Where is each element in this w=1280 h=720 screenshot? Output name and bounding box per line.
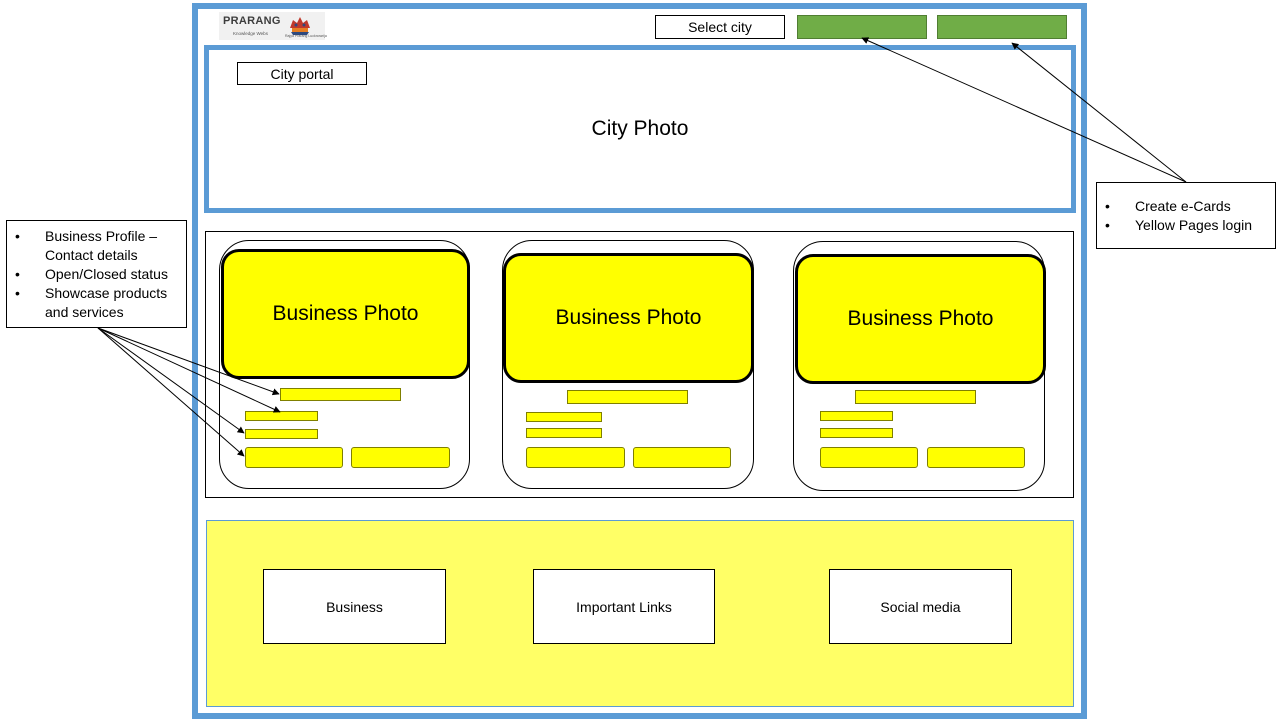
open-closed-status-bar xyxy=(526,428,602,438)
showcase-services-button[interactable] xyxy=(633,447,731,468)
callout-item: Open/Closed status xyxy=(7,265,188,284)
logo-text: PRARANG xyxy=(223,15,281,27)
logo-emblem-subtitle: Rajya Prarang Lucknowrija xyxy=(285,34,327,38)
callout-header-button-notes: Create e-Cards Yellow Pages login xyxy=(1096,182,1276,249)
showcase-services-button[interactable] xyxy=(927,447,1025,468)
callout-item: Showcase products and services xyxy=(7,284,188,322)
open-closed-status-bar xyxy=(820,428,893,438)
select-city-dropdown[interactable]: Select city xyxy=(655,15,785,39)
create-ecards-button[interactable] xyxy=(797,15,927,39)
business-photo[interactable]: Business Photo xyxy=(503,253,754,383)
showcase-products-button[interactable] xyxy=(820,447,918,468)
business-photo[interactable]: Business Photo xyxy=(221,249,470,379)
logo-subtitle: Knowledge Webs xyxy=(233,31,268,36)
yellow-pages-login-button[interactable] xyxy=(937,15,1067,39)
business-name-bar xyxy=(567,390,688,404)
business-name-bar xyxy=(855,390,976,404)
callout-item: Yellow Pages login xyxy=(1097,216,1277,235)
footer-business-link[interactable]: Business xyxy=(263,569,446,644)
business-name-bar xyxy=(280,388,401,401)
callout-business-card-notes: Business Profile – Contact details Open/… xyxy=(6,220,187,328)
contact-details-bar xyxy=(526,412,602,422)
showcase-products-button[interactable] xyxy=(245,447,343,468)
callout-item: Create e-Cards xyxy=(1097,197,1277,216)
city-photo-label: City Photo xyxy=(591,117,689,140)
contact-details-bar xyxy=(820,411,893,421)
open-closed-status-bar xyxy=(245,429,318,439)
logo-emblem-icon xyxy=(290,17,310,35)
city-portal-label[interactable]: City portal xyxy=(237,62,367,85)
business-photo[interactable]: Business Photo xyxy=(795,254,1046,384)
contact-details-bar xyxy=(245,411,318,421)
footer-social-media[interactable]: Social media xyxy=(829,569,1012,644)
showcase-services-button[interactable] xyxy=(351,447,450,468)
footer-important-links[interactable]: Important Links xyxy=(533,569,715,644)
showcase-products-button[interactable] xyxy=(526,447,625,468)
callout-item: Business Profile – Contact details xyxy=(7,227,188,265)
